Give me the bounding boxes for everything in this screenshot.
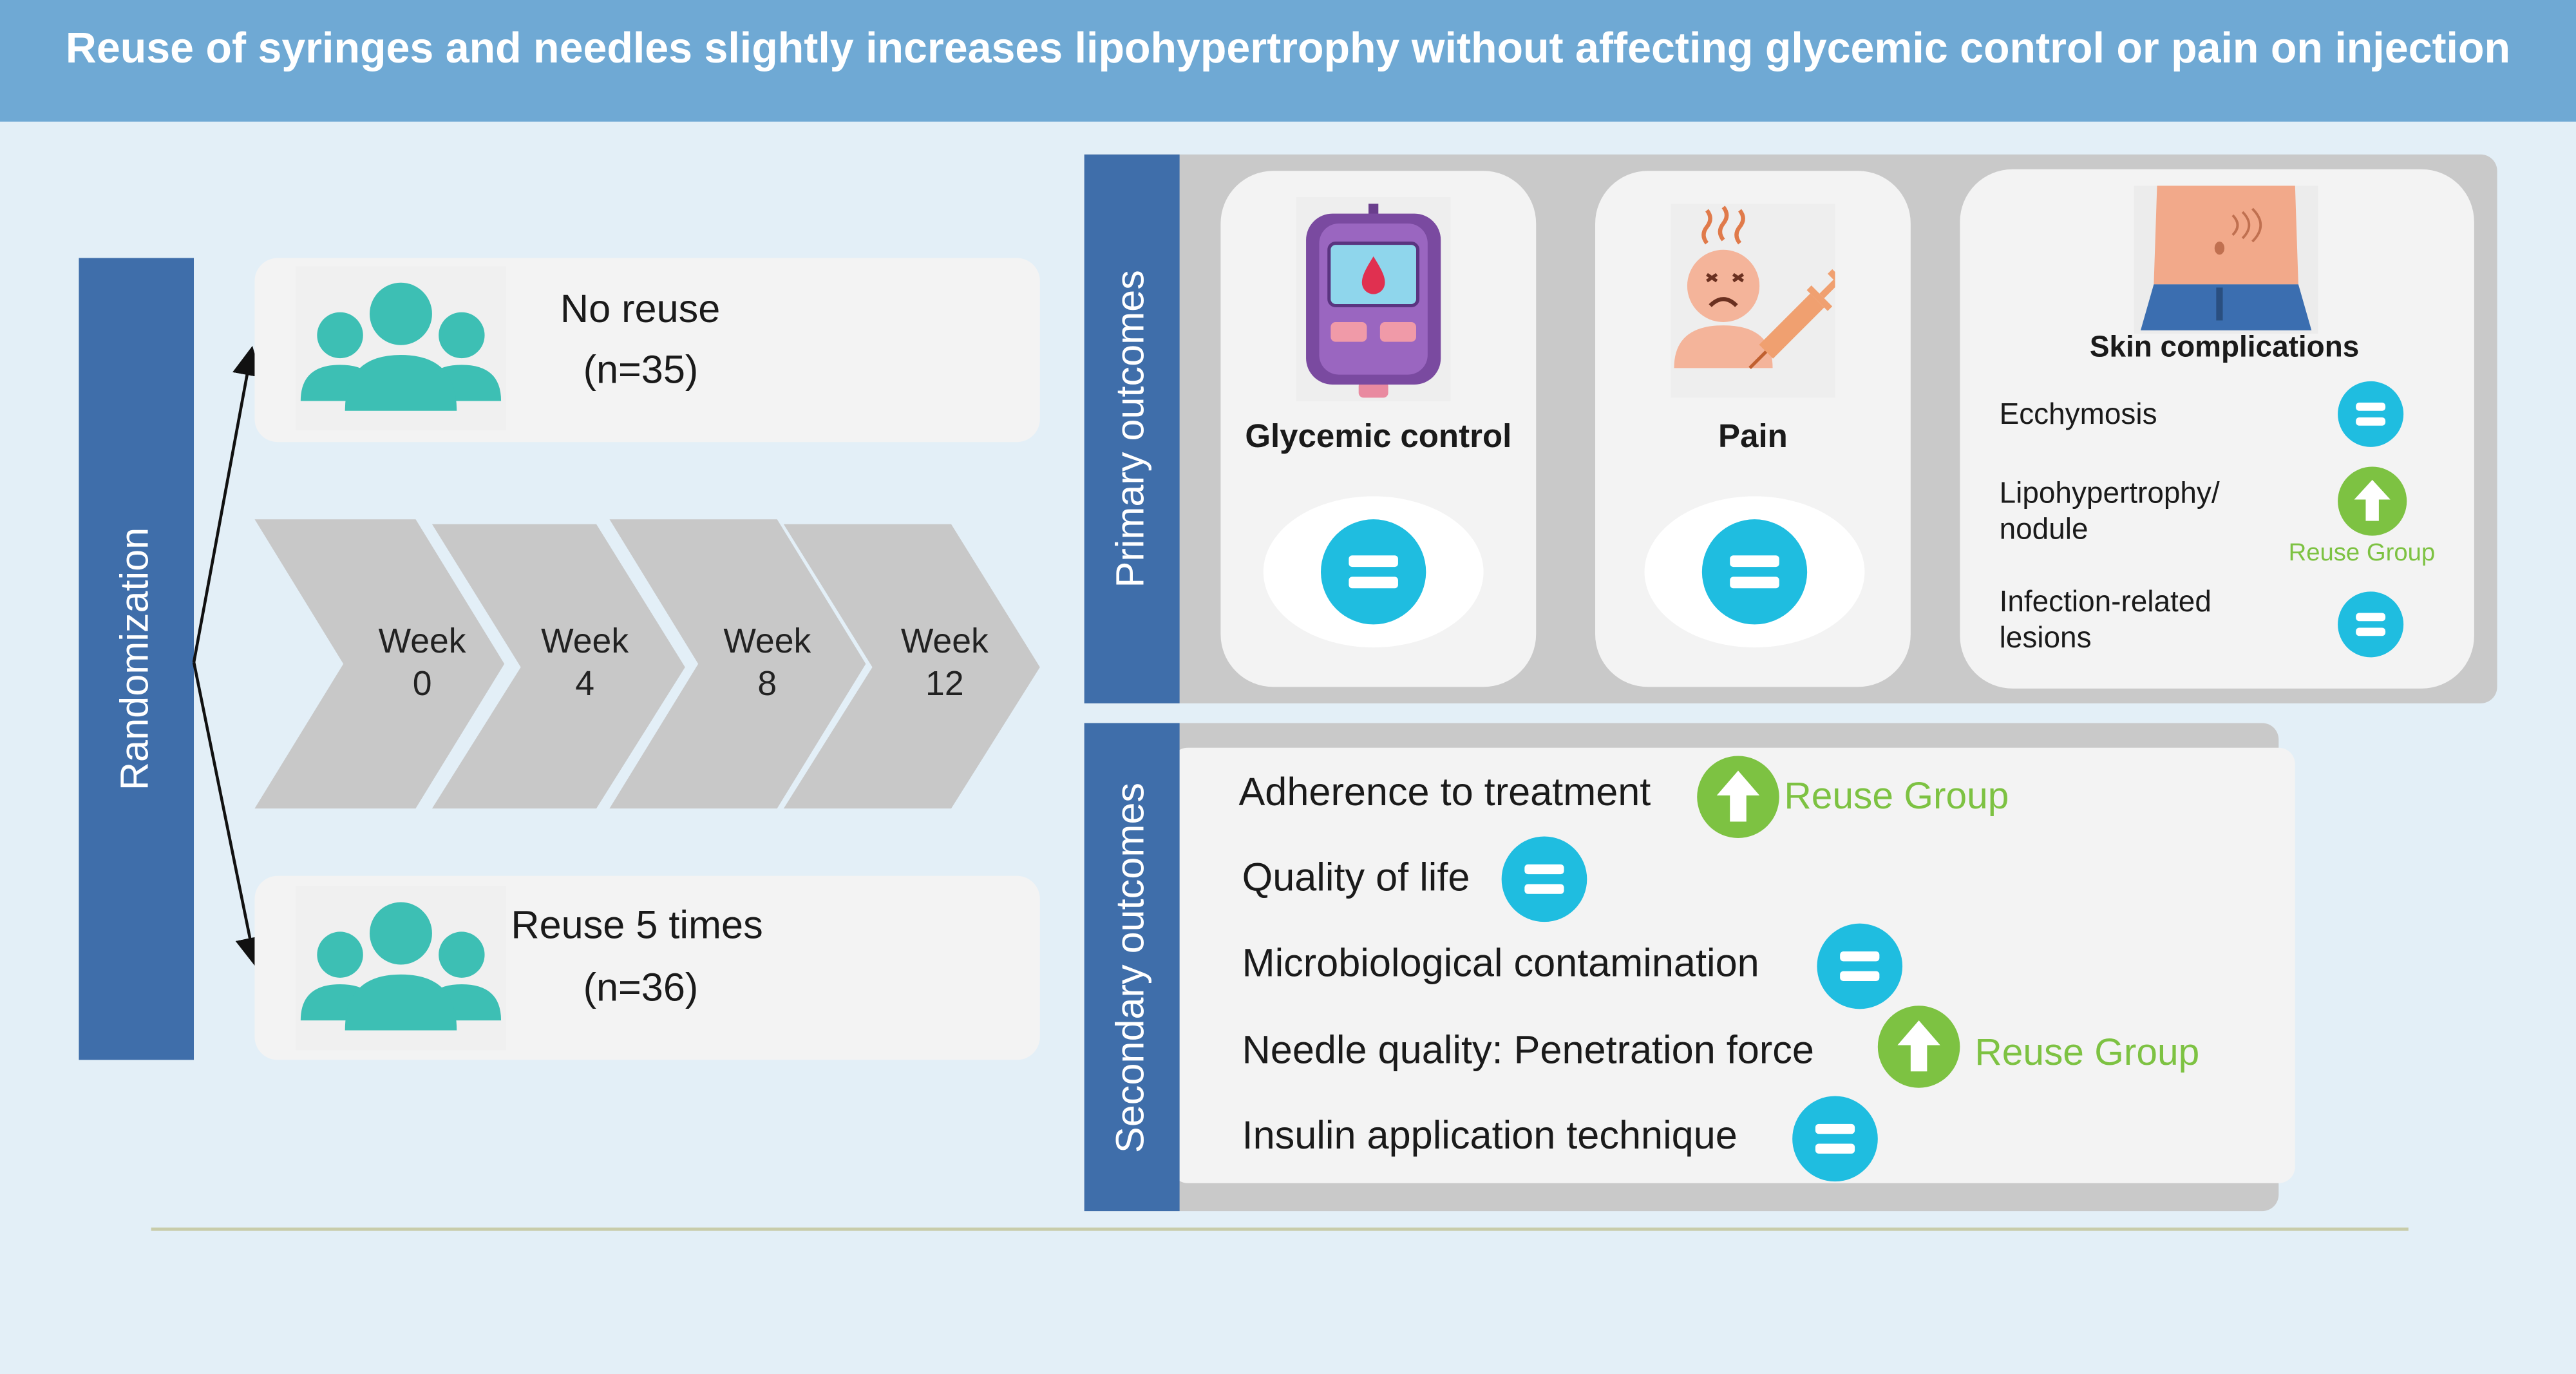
bottom-divider <box>151 1227 2409 1231</box>
randomization-bar: Randomization <box>79 258 194 1060</box>
page-title: Reuse of syringes and needles slightly i… <box>65 23 2511 73</box>
glycemic-result-oval <box>1263 496 1484 648</box>
equal-icon <box>1792 1096 1878 1182</box>
secondary-item-quality-of-life: Quality of life <box>1242 856 1470 901</box>
secondary-outcomes-label: Secondary outcomes <box>1108 781 1153 1152</box>
skin-item-note: Reuse Group <box>2288 539 2436 568</box>
arrow-up-line <box>192 345 262 663</box>
group-name: No reuse <box>560 287 721 332</box>
people-icon <box>296 266 506 431</box>
group-name: Reuse 5 times <box>511 904 763 948</box>
secondary-outcomes-bar: Secondary outcomes <box>1084 723 1180 1212</box>
group-card-reuse: Reuse 5 times (n=36) <box>254 875 1040 1060</box>
randomization-arrows <box>192 345 265 968</box>
group-card-no-reuse: No reuse (n=35) <box>254 258 1040 443</box>
chevron-week-4 <box>431 524 685 809</box>
arrow-down-line <box>192 662 265 968</box>
group-count: (n=36) <box>583 966 699 1011</box>
pain-result-oval <box>1644 496 1865 648</box>
primary-outcomes-label: Primary outcomes <box>1108 270 1153 588</box>
secondary-item-needle-quality: Needle quality: Penetration force <box>1242 1028 1814 1073</box>
abdomen-icon <box>2134 186 2318 334</box>
skin-item-ecchymosis: Ecchymosis <box>1999 397 2157 431</box>
skin-item-infection: Infection-related lesions <box>1999 585 2211 654</box>
timeline-chevrons <box>254 519 1040 809</box>
equal-icon <box>1321 519 1426 625</box>
secondary-item-insulin-technique: Insulin application technique <box>1242 1114 1738 1159</box>
people-icon <box>296 886 506 1051</box>
chevron-week-0 <box>254 519 505 809</box>
equal-icon <box>1817 923 1903 1009</box>
group-count: (n=35) <box>583 348 699 393</box>
skin-card: Skin complications Ecchymosis Lipohypert… <box>1960 169 2474 689</box>
pain-card: Pain <box>1595 171 1911 687</box>
title-banner: Reuse of syringes and needles slightly i… <box>0 0 2576 122</box>
arrow-up-icon <box>1877 1006 1960 1088</box>
equal-icon <box>1701 519 1808 625</box>
equal-icon <box>2338 381 2404 447</box>
glucometer-icon <box>1296 197 1451 401</box>
arrow-up-icon <box>1697 756 1779 839</box>
chevron-week-8 <box>609 519 866 809</box>
randomization-label: Randomization <box>113 527 158 791</box>
secondary-item-adherence: Adherence to treatment <box>1238 770 1651 816</box>
secondary-item-microbiological: Microbiological contamination <box>1242 941 1759 986</box>
equal-icon <box>2338 591 2404 658</box>
secondary-item-note: Reuse Group <box>1975 1030 2200 1073</box>
arrow-up-icon <box>2338 466 2407 536</box>
skin-title: Skin complications <box>2089 330 2360 363</box>
pain-title: Pain <box>1718 419 1788 455</box>
secondary-item-note: Reuse Group <box>1784 774 2009 817</box>
glycemic-card: Glycemic control <box>1220 171 1537 687</box>
equal-icon <box>1501 836 1587 922</box>
glycemic-title: Glycemic control <box>1245 419 1512 455</box>
primary-outcomes-bar: Primary outcomes <box>1084 154 1180 703</box>
chevron-week-12 <box>783 524 1040 809</box>
pain-injection-icon <box>1671 204 1849 398</box>
skin-item-lipohypertrophy: Lipohypertrophy/ nodule <box>1999 476 2220 546</box>
